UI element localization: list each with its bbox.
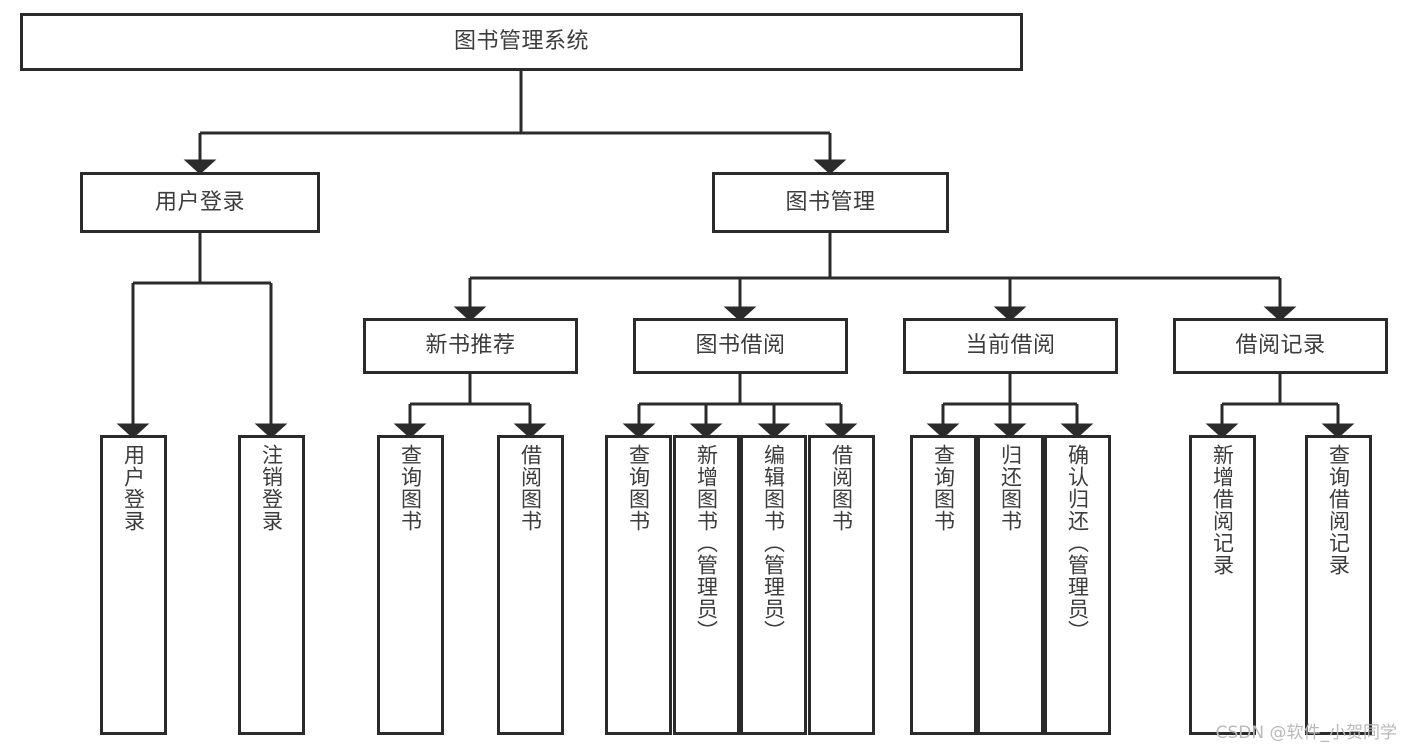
node-leaf-add-book-label: 新增图书（管理员） — [694, 444, 719, 642]
node-new-book-recommend-label: 新书推荐 — [425, 333, 516, 359]
node-user-login-label: 用户登录 — [154, 189, 245, 215]
node-current-borrow-label: 当前借阅 — [965, 333, 1056, 359]
node-borrow-record-label: 借阅记录 — [1235, 333, 1326, 359]
node-leaf-query-book-3[interactable]: 查询图书 — [910, 435, 977, 735]
node-leaf-return-book-label: 归还图书 — [998, 444, 1023, 532]
node-leaf-edit-book-label: 编辑图书（管理员） — [761, 444, 786, 642]
node-book-borrow[interactable]: 图书借阅 — [633, 318, 848, 374]
node-leaf-confirm-return-label: 确认归还（管理员） — [1065, 444, 1090, 642]
node-leaf-query-book-2[interactable]: 查询图书 — [605, 435, 672, 735]
node-leaf-borrow-book-1[interactable]: 借阅图书 — [497, 435, 564, 735]
node-leaf-add-book[interactable]: 新增图书（管理员） — [673, 435, 740, 735]
node-leaf-borrow-book-2[interactable]: 借阅图书 — [808, 435, 875, 735]
csdn-watermark: CSDN @软件_小贺同学 — [1215, 723, 1397, 743]
node-leaf-query-book-1[interactable]: 查询图书 — [377, 435, 444, 735]
node-leaf-confirm-return[interactable]: 确认归还（管理员） — [1044, 435, 1111, 735]
node-leaf-logout-label: 注销登录 — [259, 444, 284, 532]
node-leaf-query-book-1-label: 查询图书 — [398, 444, 423, 532]
node-leaf-add-record[interactable]: 新增借阅记录 — [1189, 435, 1256, 735]
node-leaf-add-record-label: 新增借阅记录 — [1210, 444, 1235, 576]
node-leaf-user-login[interactable]: 用户登录 — [100, 435, 167, 735]
node-book-manage-label: 图书管理 — [785, 189, 876, 215]
node-borrow-record[interactable]: 借阅记录 — [1173, 318, 1388, 374]
node-leaf-query-book-3-label: 查询图书 — [931, 444, 956, 532]
node-leaf-logout[interactable]: 注销登录 — [238, 435, 305, 735]
node-user-login[interactable]: 用户登录 — [80, 172, 320, 233]
node-leaf-borrow-book-1-label: 借阅图书 — [518, 444, 543, 532]
node-current-borrow[interactable]: 当前借阅 — [903, 318, 1118, 374]
node-book-manage[interactable]: 图书管理 — [712, 172, 949, 233]
node-leaf-edit-book[interactable]: 编辑图书（管理员） — [740, 435, 807, 735]
node-leaf-return-book[interactable]: 归还图书 — [977, 435, 1044, 735]
node-leaf-query-record[interactable]: 查询借阅记录 — [1305, 435, 1372, 735]
node-new-book-recommend[interactable]: 新书推荐 — [363, 318, 578, 374]
node-leaf-query-book-2-label: 查询图书 — [626, 444, 651, 532]
node-leaf-query-record-label: 查询借阅记录 — [1326, 444, 1351, 576]
node-root-label: 图书管理系统 — [453, 29, 589, 55]
node-root[interactable]: 图书管理系统 — [20, 13, 1023, 71]
node-book-borrow-label: 图书借阅 — [695, 333, 786, 359]
node-leaf-borrow-book-2-label: 借阅图书 — [829, 444, 854, 532]
node-leaf-user-login-label: 用户登录 — [121, 444, 146, 532]
